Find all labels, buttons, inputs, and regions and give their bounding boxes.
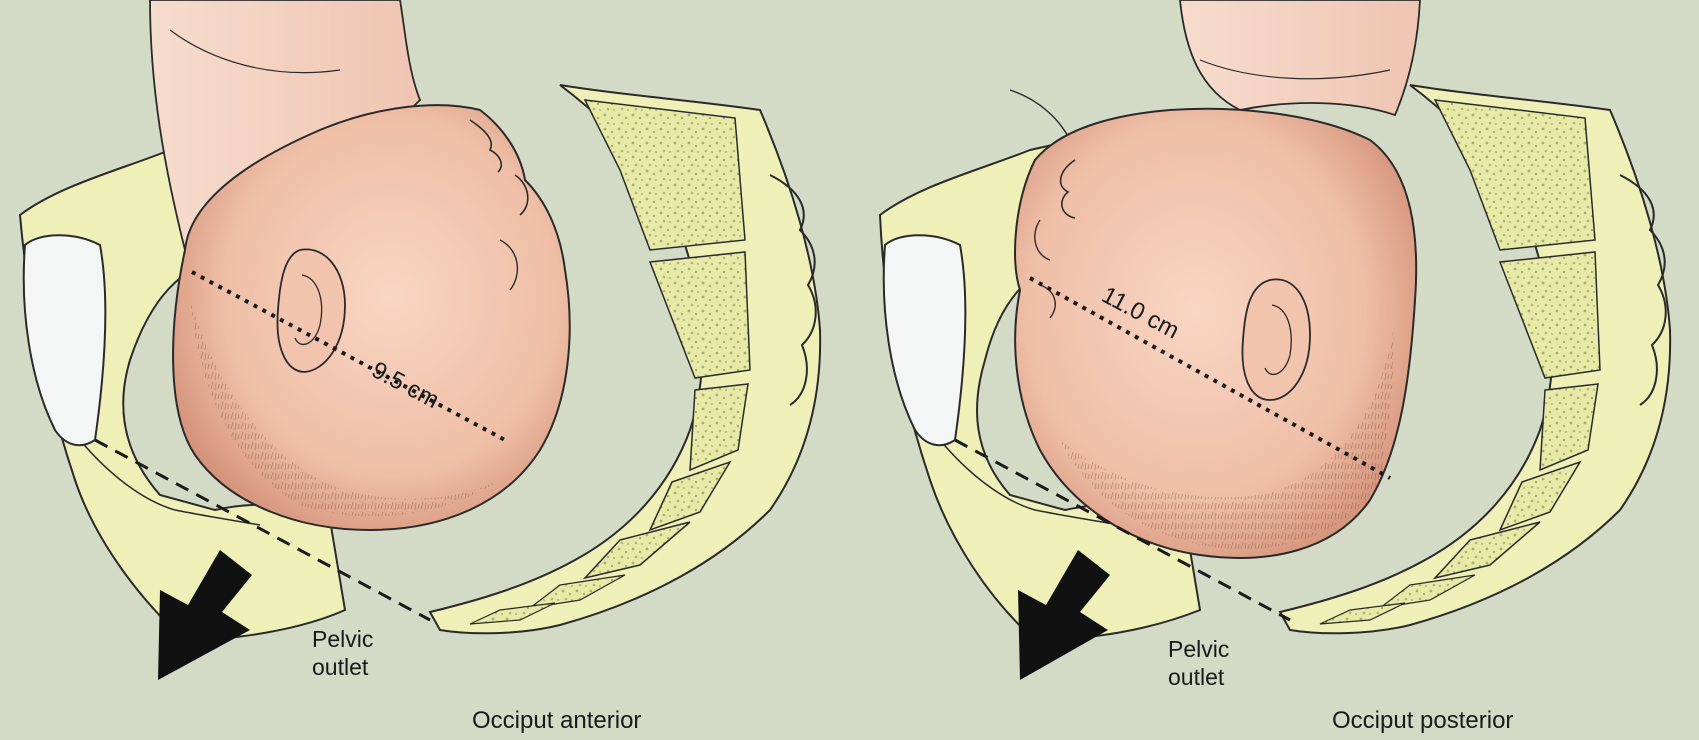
outlet-label-line1: Pelvic — [312, 626, 373, 652]
symphysis-cartilage — [24, 235, 106, 445]
outlet-label-line1: Pelvic — [1168, 636, 1229, 662]
caption-occiput-anterior: Occiput anterior — [472, 707, 641, 734]
panel-occiput-anterior: 9.5 cm Pelvic outlet Occiput anterior — [20, 0, 820, 734]
caption-occiput-posterior: Occiput posterior — [1332, 707, 1513, 734]
symphysis-cartilage — [884, 235, 966, 445]
neck — [1180, 0, 1420, 115]
panel-occiput-posterior: 11.0 cm Pelvic outlet Occiput posterior — [880, 0, 1670, 734]
outlet-label-line2: outlet — [1168, 664, 1225, 690]
outlet-label-line2: outlet — [312, 654, 369, 680]
